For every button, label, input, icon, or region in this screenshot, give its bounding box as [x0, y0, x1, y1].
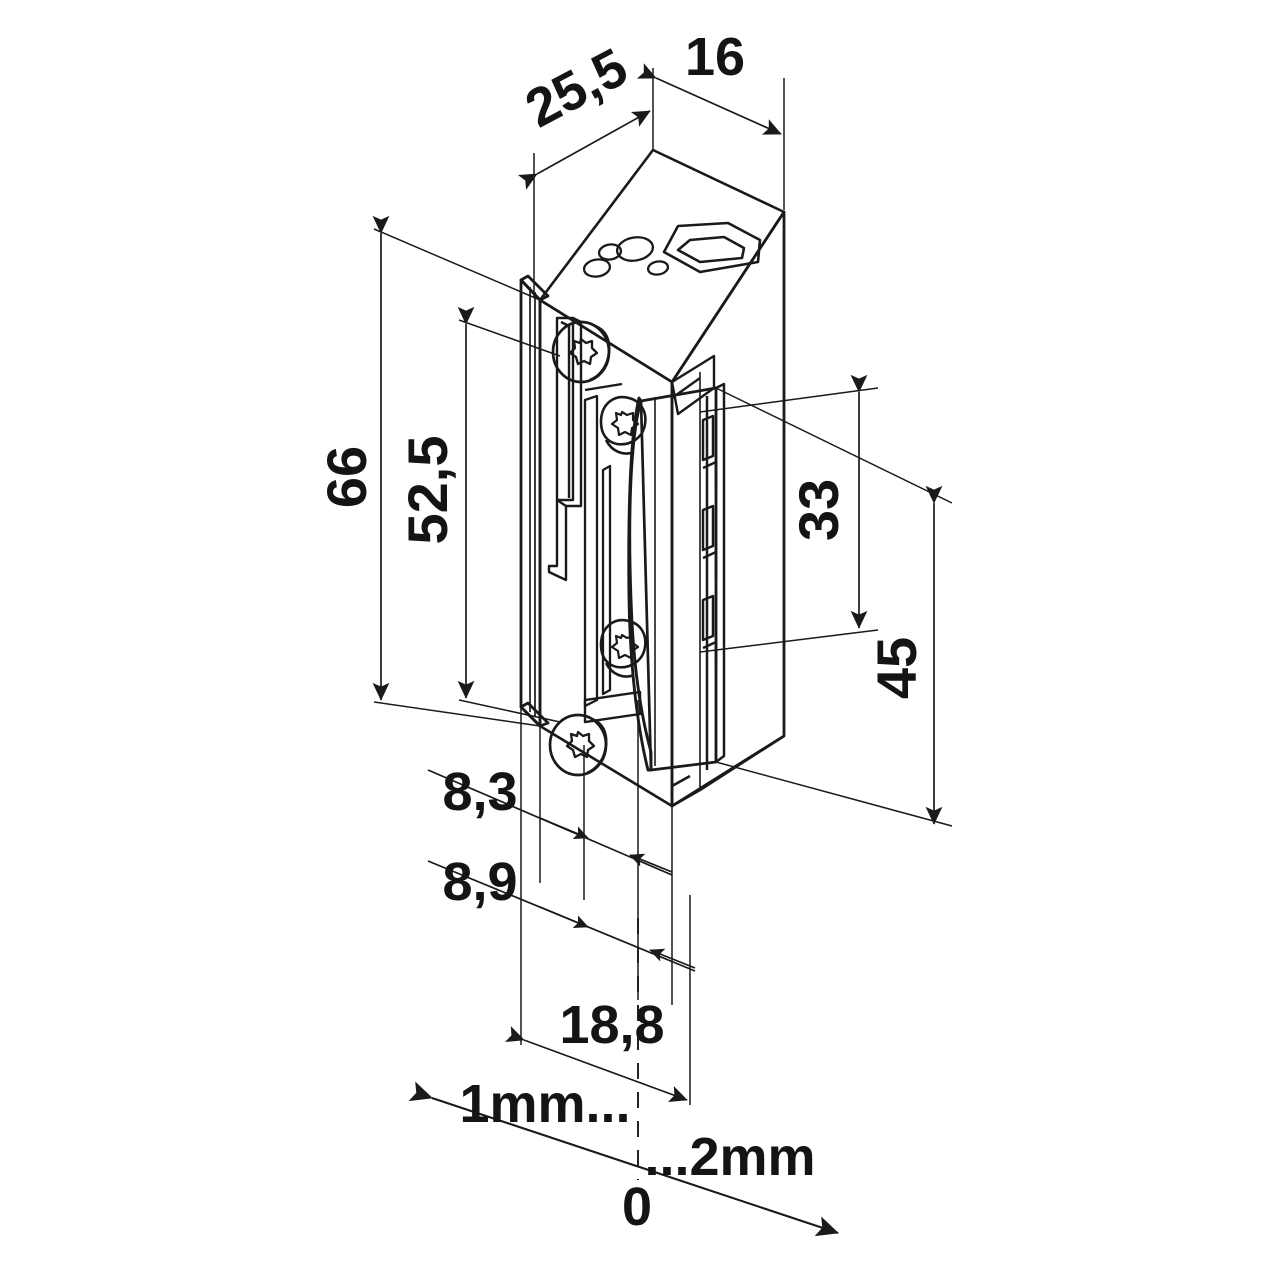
label-depth-25-5: 25,5 — [516, 37, 637, 139]
latch-keeper — [627, 396, 653, 772]
label-width-18-8: 18,8 — [559, 995, 664, 1055]
label-width-16: 16 — [685, 27, 745, 87]
keeper-left-rail — [583, 394, 612, 708]
housing-top-slot — [662, 221, 762, 274]
label-offset-8-9: 8,9 — [442, 852, 517, 912]
latch-ratchet-teeth — [701, 382, 726, 770]
product-assembly — [519, 148, 786, 808]
screw-top — [551, 320, 611, 384]
label-axis-right: ...2mm — [644, 1127, 815, 1187]
label-right-45: 45 — [865, 637, 928, 699]
torx-star-icon — [568, 337, 599, 366]
housing-bottom-chamfer — [671, 734, 785, 808]
dimension-width-16 — [636, 63, 785, 210]
dimension-offset-8-9 — [427, 860, 696, 972]
screw-lower-mid — [599, 618, 647, 678]
label-right-33: 33 — [787, 479, 850, 541]
housing-front-face — [538, 298, 674, 808]
torx-star-icon — [610, 410, 640, 437]
screw-bottom — [548, 713, 608, 777]
dimension-right-33 — [699, 374, 879, 653]
label-axis-zero: 0 — [622, 1177, 652, 1237]
dimension-right-45 — [715, 387, 953, 827]
label-height-66: 66 — [315, 446, 378, 508]
faceplate-edge-lines — [529, 287, 536, 717]
dimension-height-66 — [372, 215, 541, 727]
label-offset-8-3: 8,3 — [442, 762, 517, 822]
torx-star-icon — [565, 730, 596, 759]
label-height-52-5: 52,5 — [396, 436, 459, 545]
housing-top-details — [582, 236, 670, 278]
dimension-height-52-5 — [457, 306, 561, 723]
label-axis-left: 1mm... — [459, 1074, 630, 1134]
scale-axis — [408, 1081, 839, 1237]
keeper-bottom-shoulder — [583, 690, 642, 724]
keeper-top-shoulder — [584, 382, 623, 392]
housing-right-face — [670, 210, 786, 808]
latch-face-panel — [639, 386, 718, 772]
